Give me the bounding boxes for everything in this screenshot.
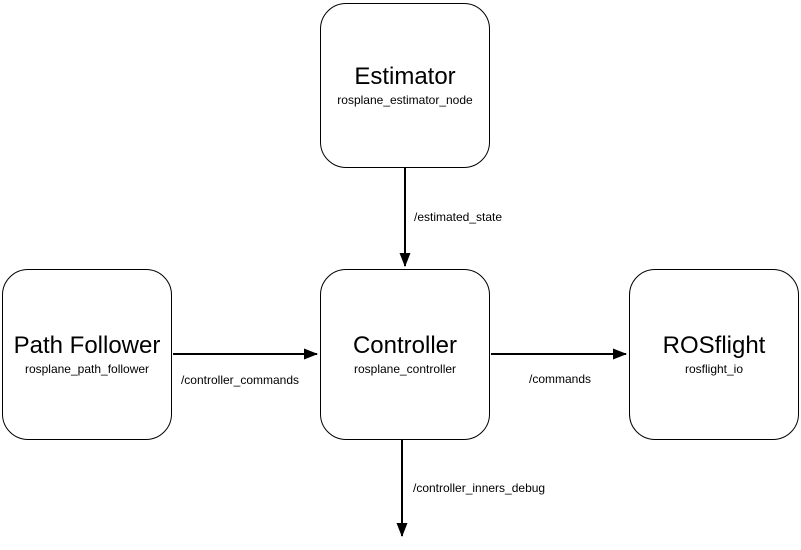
edge-label-controller-commands: /controller_commands [180,373,300,387]
edge-label-estimated-state: /estimated_state [414,210,503,224]
node-path-follower: Path Follower rosplane_path_follower [2,269,172,440]
node-controller: Controller rosplane_controller [320,269,490,440]
edge-label-commands: /commands [528,372,592,386]
node-subtitle: rosplane_path_follower [24,362,150,376]
edge-label-controller-inners-debug: /controller_inners_debug [413,481,546,495]
node-subtitle: rosplane_controller [353,362,457,376]
node-rosflight: ROSflight rosflight_io [629,269,799,440]
node-subtitle: rosflight_io [684,362,744,376]
node-title: Path Follower [13,332,161,359]
node-title: Controller [352,332,458,359]
node-title: ROSflight [662,332,766,359]
node-estimator: Estimator rosplane_estimator_node [320,3,490,168]
node-title: Estimator [354,63,456,90]
node-subtitle: rosplane_estimator_node [337,93,473,107]
